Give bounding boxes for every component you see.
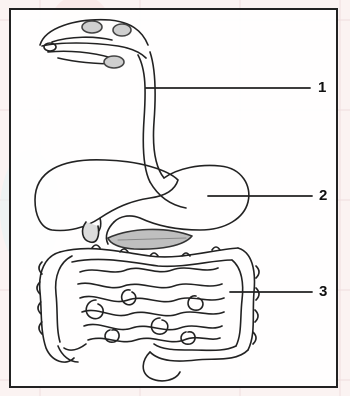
- label-3: 3: [319, 284, 327, 300]
- label-1: 1: [318, 80, 326, 96]
- oesophagus: [138, 52, 164, 182]
- mouth-region: [40, 20, 148, 68]
- pancreas: [108, 229, 192, 249]
- small-intestine: [64, 268, 224, 350]
- label-2: 2: [319, 188, 327, 204]
